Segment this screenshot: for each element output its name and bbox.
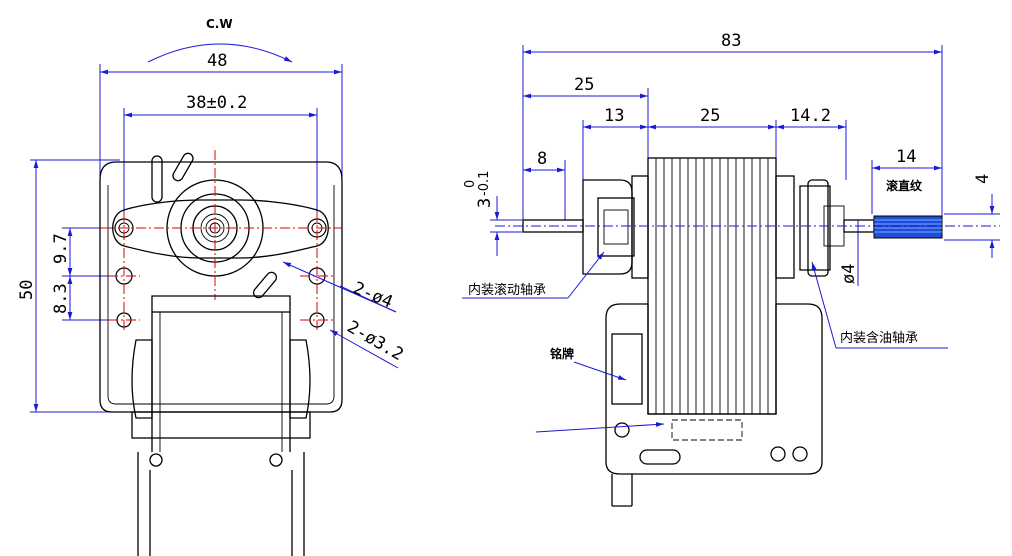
dim-8-3-label: 8.3 — [51, 283, 71, 314]
nameplate-label: 铭牌 — [550, 346, 574, 361]
dim-50-label: 50 — [17, 280, 37, 300]
dim-phi4-label: ø4 — [839, 264, 859, 284]
holes-phi4-label: 2-ø4 — [350, 278, 396, 312]
oil-bearing — [799, 185, 831, 271]
dim-38-label: 38±0.2 — [186, 93, 247, 113]
rotation-label: C.W — [206, 17, 233, 31]
dim-8-label: 8 — [537, 149, 547, 169]
nameplate — [611, 333, 643, 405]
rolling-bearing — [582, 179, 633, 275]
lamination-lines — [655, 158, 769, 414]
dim-3-tol-upper: 0 — [463, 180, 478, 188]
rolling-bearing-label: 内装滚动轴承 — [468, 282, 546, 298]
yoke-lower — [151, 295, 291, 313]
knurled-shaft — [873, 215, 943, 239]
dim-13-label: 13 — [604, 106, 624, 126]
holes-phi3-2-label: 2-ø3.2 — [344, 317, 407, 365]
front-view: C.W 48 38±0.2 50 9.7 8.3 — [17, 17, 407, 556]
rotation-arc — [147, 43, 293, 63]
dim-83-label: 83 — [721, 31, 741, 51]
leader-phi3-2 — [329, 329, 399, 369]
dim-48-label: 48 — [207, 51, 227, 71]
oil-bearing-label: 内装含油轴承 — [840, 330, 918, 346]
dim-9-7-label: 9.7 — [51, 233, 71, 264]
dim-14-2-label: 14.2 — [790, 106, 831, 126]
dim-25-left-label: 25 — [574, 75, 594, 95]
side-view: 83 25 13 25 14.2 8 3 0 -0.1 14 滚直纹 4 — [462, 31, 1000, 507]
dim-3-label: 3 — [475, 198, 495, 208]
knurl-label: 滚直纹 — [886, 178, 923, 193]
leader-lower — [535, 422, 665, 433]
dim-3-tol-lower: -0.1 — [477, 171, 492, 196]
leader-oil-bearing — [811, 261, 837, 349]
mounting-plate — [99, 161, 343, 413]
leader-rolling-bearing — [567, 251, 605, 299]
dim-14-label: 14 — [896, 147, 916, 167]
dim-4-flat-label: 4 — [973, 174, 993, 184]
dim-25-core-label: 25 — [700, 106, 720, 126]
bearing-arm — [112, 199, 329, 259]
lower-housing — [605, 303, 823, 475]
leader-nameplate — [573, 361, 627, 381]
terminal-block — [131, 411, 311, 439]
